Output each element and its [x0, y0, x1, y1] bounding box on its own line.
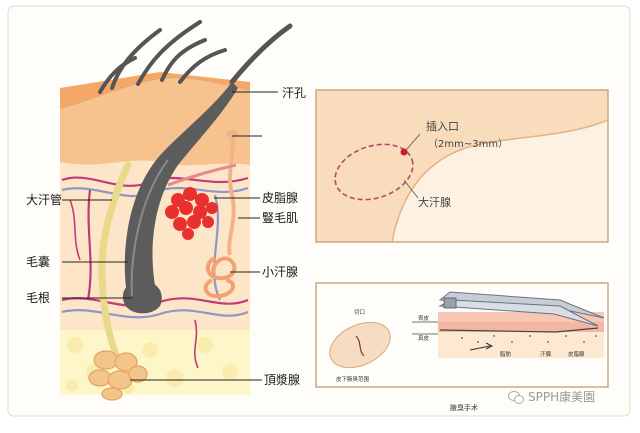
epidermis-strip [438, 312, 604, 322]
label-hair-follicle: 毛囊 [26, 254, 50, 269]
label-layer-dermis: 真皮 [418, 334, 430, 342]
apocrine-gland [88, 350, 148, 401]
fat-cells [66, 337, 238, 394]
surgery-panel-frame [315, 282, 609, 388]
label-fat: 脂肪 [500, 350, 512, 358]
label-sweat-pore: 汗孔 [282, 86, 306, 100]
label-sebaceous-gland: 皮脂腺 [262, 190, 298, 205]
sebaceous-gland [165, 187, 218, 240]
fat-strip [438, 332, 604, 358]
epidermis-layer [60, 77, 250, 166]
label-arrector-pili: 豎毛肌 [262, 211, 298, 225]
small-sweat-gland [203, 256, 237, 299]
wechat-icon [508, 390, 524, 404]
watermark-text: SPPH康美園 [528, 390, 596, 404]
incision-line [355, 335, 365, 357]
leader-lines [62, 91, 278, 381]
underarm-fold [316, 90, 608, 242]
apocrine-zone-outline [334, 143, 414, 201]
fat-layer [60, 330, 250, 395]
label-large-sweat-duct: 大汗管 [26, 192, 62, 207]
label-tissue-small: 皮脂腺 [568, 350, 585, 358]
label-hair-root: 毛根 [26, 291, 50, 305]
label-layer-epidermis: 表皮 [418, 314, 430, 322]
sweat-pore-opening [226, 130, 238, 138]
label-insertion-size: （2mm~3mm） [428, 138, 508, 150]
hair-follicle [124, 82, 238, 300]
incision-panel: 插入口 （2mm~3mm） 大汗腺 [315, 89, 609, 243]
label-sweat-gland-small: 汗腺 [540, 350, 552, 358]
label-apocrine-gland: 頂漿腺 [264, 372, 300, 387]
surgery-panel: 切口 皮下腋臭范围 表皮 真皮 脂肪 汗腺 皮脂腺 腋臭手术 [315, 282, 609, 412]
hair-shafts [98, 20, 227, 94]
arrector-pili-muscle [167, 163, 237, 187]
large-sweat-duct [98, 161, 132, 364]
watermark: SPPH康美園 [508, 388, 595, 405]
surgery-title: 腋臭手术 [450, 403, 478, 412]
surgical-scissors [438, 291, 605, 333]
label-small-sweat-gland: 小汗腺 [262, 265, 298, 279]
label-incision-small: 切口 [354, 309, 365, 316]
gland-dots [461, 335, 597, 343]
insertion-point [400, 148, 408, 156]
label-apocrine-zone: 大汗腺 [418, 195, 451, 209]
label-underarm-area-small: 皮下腋臭范围 [336, 375, 370, 383]
label-insertion: 插入口 [426, 119, 459, 133]
skin-cross-section [59, 20, 293, 401]
